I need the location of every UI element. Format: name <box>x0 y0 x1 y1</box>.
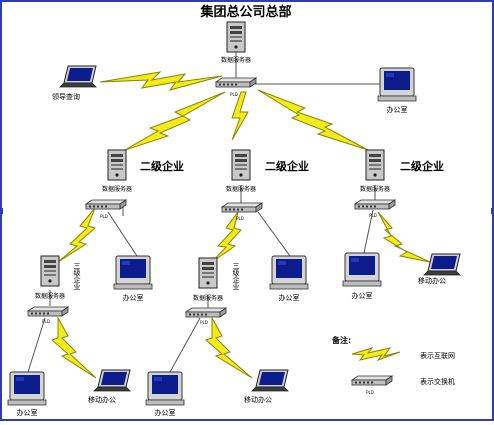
hq-office-pc-icon <box>377 67 417 102</box>
secondary-1-server-icon <box>107 149 127 181</box>
tertiary-2-switch-caption: PLD <box>200 320 208 325</box>
secondary-1-switch-icon <box>85 199 127 210</box>
tertiary-2-office-pc-icon <box>145 371 185 406</box>
secondary-1-server-label: 数据服务器 <box>102 185 132 193</box>
tertiary-2-enterprise-label: 三级企业 <box>232 262 240 290</box>
secondary-2-switch-icon <box>221 202 263 213</box>
leader-laptop-icon <box>59 65 97 88</box>
secondary-3-server-icon <box>365 149 385 181</box>
internet-link-leader <box>99 71 223 91</box>
tertiary-2-server-icon <box>198 257 218 289</box>
secondary-1-switch-caption: PLD <box>100 214 108 219</box>
secondary-3-office-pc-icon <box>342 252 382 287</box>
secondary-2-server-label: 数据服务器 <box>226 185 256 193</box>
tertiary-1-switch-caption: PLD <box>42 319 50 324</box>
secondary-2-enterprise-label: 二级企业 <box>265 159 309 173</box>
tertiary-1-office-label: 办公室 <box>17 408 38 417</box>
diagram-title: 集团总公司总部 <box>199 4 291 20</box>
internet-link-mobile-office-left <box>51 316 97 379</box>
leader-query-label: 领导查询 <box>52 92 80 101</box>
internet-link-secondary-1 <box>124 91 226 151</box>
internet-link-secondary-3 <box>257 89 369 151</box>
secondary-3-office-label: 办公室 <box>352 291 373 300</box>
secondary-2-server-icon <box>231 149 251 181</box>
secondary-3-mobile-office-label: 移动办公 <box>418 276 446 285</box>
tertiary-2-mobile-office-label: 移动办公 <box>244 395 272 404</box>
secondary-1-office-pc-icon <box>113 255 153 290</box>
secondary-1-enterprise-label: 二级企业 <box>140 159 184 173</box>
internet-link-tertiary-1 <box>57 207 97 263</box>
secondary-2-office-pc-icon <box>269 255 309 290</box>
tertiary-1-server-label: 数据服务器 <box>35 292 65 300</box>
legend-internet-bolt-icon <box>351 347 401 362</box>
internet-link-secondary-2 <box>231 91 249 141</box>
tertiary-2-mobile-laptop-icon <box>251 369 289 392</box>
tertiary-2-server-label: 数据服务器 <box>193 294 223 302</box>
connection-lines <box>27 52 380 373</box>
tertiary-1-mobile-office-label: 移动办公 <box>88 395 116 404</box>
secondary-1-office-label: 办公室 <box>123 293 144 302</box>
secondary-2-switch-caption: PLD <box>236 216 244 221</box>
secondary-3-enterprise-label: 二级企业 <box>400 159 444 173</box>
secondary-3-switch-icon <box>354 199 396 210</box>
secondary-3-switch-caption: PLD <box>369 213 377 218</box>
legend-title: 备注: <box>331 335 351 345</box>
hq-server-label: 数据服务器 <box>221 56 251 64</box>
tertiary-1-enterprise-label: 三级企业 <box>73 262 81 290</box>
legend: 备注: 表示互联网 PLD 表示交换机 <box>331 335 455 395</box>
secondary-3-mobile-laptop-icon <box>423 253 461 276</box>
secondary-2-office-label: 办公室 <box>279 293 300 302</box>
tertiary-1-office-pc-icon <box>7 371 47 406</box>
legend-switch-icon <box>351 375 393 386</box>
legend-switch-label: 表示交换机 <box>420 377 455 386</box>
hq-switch-caption: PLD <box>230 92 238 97</box>
internet-link-mobile-office <box>377 211 431 263</box>
legend-switch-caption: PLD <box>366 390 374 395</box>
tertiary-2-switch-icon <box>185 307 227 318</box>
tertiary-1-server-icon <box>40 255 60 287</box>
secondary-3-server-label: 数据服务器 <box>360 185 390 193</box>
tertiary-2-office-label: 办公室 <box>155 408 176 417</box>
legend-internet-label: 表示互联网 <box>420 351 455 360</box>
hq-server-icon <box>226 21 246 53</box>
right-edge-marker <box>491 208 494 214</box>
hq-office-label: 办公室 <box>387 105 408 114</box>
tertiary-1-switch-icon <box>27 306 69 317</box>
internet-link-mobile-office-mid <box>205 316 253 379</box>
hq-switch-icon <box>215 77 257 88</box>
tertiary-1-mobile-laptop-icon <box>93 369 131 392</box>
left-edge-marker <box>0 208 3 214</box>
